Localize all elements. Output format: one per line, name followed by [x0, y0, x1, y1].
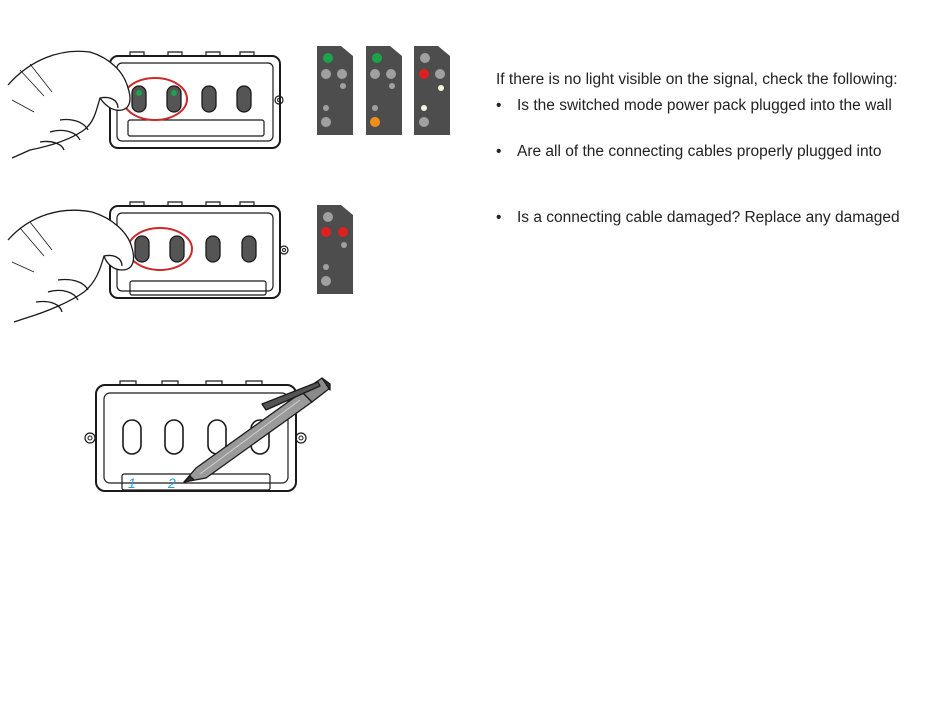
checklist-item-text: Is the switched mode power pack plugged … [517, 97, 892, 114]
bullet-marker: • [496, 208, 501, 228]
instructions-panel: If there is no light visible on the sign… [496, 70, 950, 228]
checklist-item-power-pack: • Is the switched mode power pack plugge… [496, 96, 950, 116]
checklist-item-cables-plugged: • Are all of the connecting cables prope… [496, 142, 950, 162]
signal-1-green [317, 46, 353, 135]
bullet-marker: • [496, 142, 501, 162]
slot-label-2: 2 [167, 475, 176, 491]
checklist-item-text: Is a connecting cable damaged? Replace a… [517, 209, 900, 226]
signal-3-red-white [414, 46, 450, 135]
checklist-item-text: Are all of the connecting cables properl… [517, 143, 882, 160]
hand-2-icon [8, 210, 134, 322]
instructions-intro: If there is no light visible on the sign… [496, 70, 950, 90]
illustration-panel: 1 2 [0, 0, 470, 520]
bullet-marker: • [496, 96, 501, 116]
signal-4-double-red [317, 205, 353, 294]
checklist-item-cable-damaged: • Is a connecting cable damaged? Replace… [496, 208, 950, 228]
signal-2-green-orange [366, 46, 402, 135]
slot-label-1: 1 [128, 475, 136, 491]
